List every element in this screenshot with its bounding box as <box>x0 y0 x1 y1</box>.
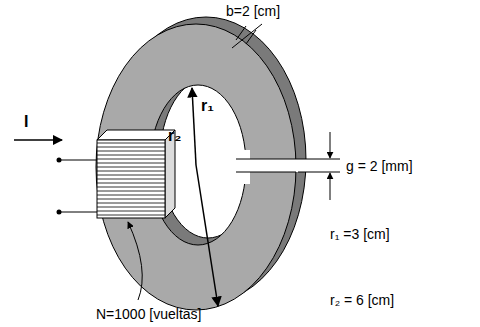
dimension-label: g = 2 [mm] <box>346 158 413 174</box>
coil-turn <box>97 179 165 180</box>
coil-turn <box>97 195 165 196</box>
dimension-label: r₂ = 6 [cm] <box>330 292 394 308</box>
dimension-line <box>232 24 262 48</box>
gap-face <box>236 172 296 173</box>
air-gap <box>236 159 312 172</box>
terminal-dot <box>57 210 62 215</box>
radius-arrow <box>196 165 218 306</box>
coil-turn <box>97 191 165 192</box>
current-label: I <box>24 114 28 130</box>
coil-turn <box>97 151 165 152</box>
coil-turn <box>97 159 165 160</box>
dimension-label: b=2 [cm] <box>226 3 280 19</box>
coil-turn <box>97 175 165 176</box>
radius-label: r₁ <box>201 98 214 114</box>
terminal-dot <box>57 158 62 163</box>
dimension-arrow <box>330 132 331 158</box>
radius-label: r₂ <box>168 128 181 144</box>
leader-line <box>128 222 142 300</box>
radius-arrow <box>192 88 196 165</box>
coil-turn <box>97 163 165 164</box>
coil-turn <box>97 167 165 168</box>
coil <box>97 130 175 218</box>
coil-turn <box>97 199 165 200</box>
lead-wire <box>60 212 97 213</box>
dimension-arrow <box>330 173 331 200</box>
extension-line <box>306 159 340 160</box>
coil-turn <box>97 171 165 172</box>
coil-turn <box>97 187 165 188</box>
lead-wire <box>60 160 97 161</box>
current-arrow <box>14 139 62 141</box>
coil-turn <box>97 143 165 144</box>
turns-label: N=1000 [vueltas] <box>96 306 201 322</box>
coil-turn <box>97 155 165 156</box>
coil-turn <box>97 147 165 148</box>
coil-turn <box>97 207 165 208</box>
coil-turn <box>97 203 165 204</box>
coil-turn <box>97 183 165 184</box>
gap-face <box>236 159 306 160</box>
dimension-tick <box>246 30 256 44</box>
coil-turn <box>97 215 165 216</box>
dimension-label: r₁ =3 [cm] <box>330 226 390 242</box>
extension-line <box>298 172 340 173</box>
coil-turn <box>97 211 165 212</box>
